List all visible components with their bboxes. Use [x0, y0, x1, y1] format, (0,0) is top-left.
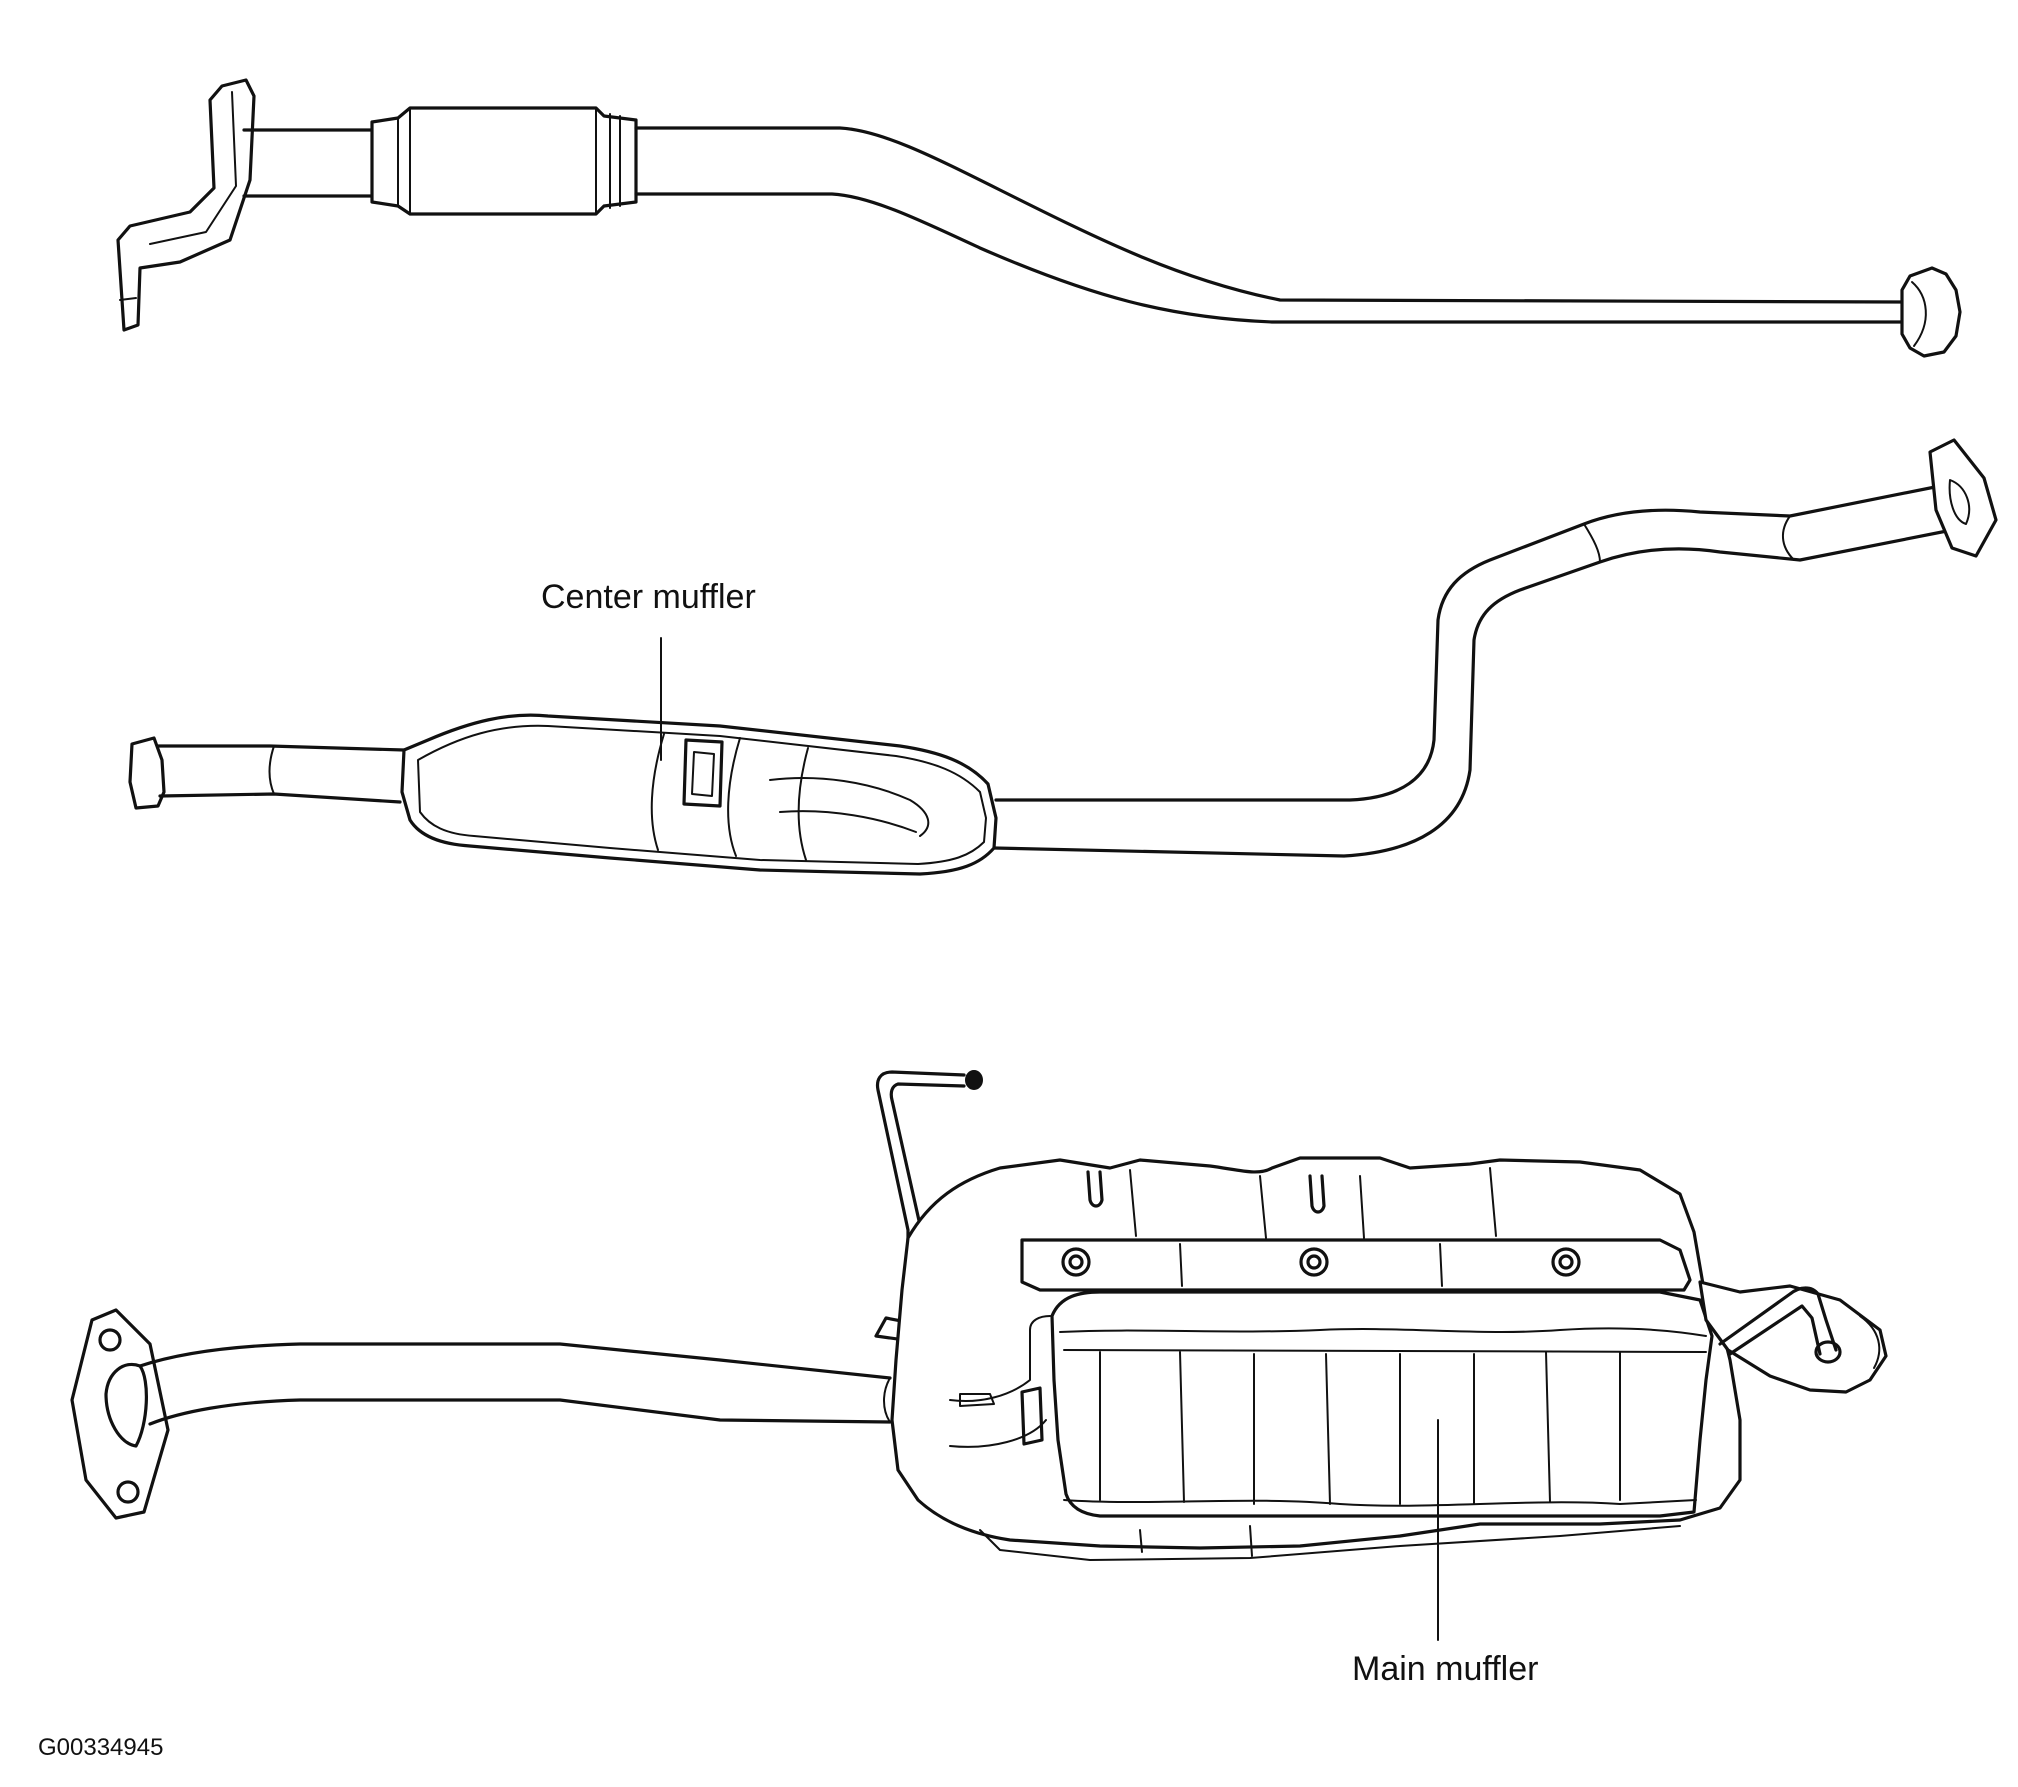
tail-assembly [70, 1070, 1888, 1561]
bolt-hole [116, 1480, 140, 1504]
front-pipe-outlet-flange [1900, 266, 1962, 358]
mounting-hole [1299, 1247, 1329, 1277]
tail-pipe-outlet [1698, 1280, 1888, 1394]
main-muffler-heat-shield [1050, 1290, 1714, 1518]
front-pipe-inlet-flange [116, 78, 256, 332]
bolt-hole [98, 1328, 122, 1352]
main-muffler-label: Main muffler [1352, 1650, 1539, 1688]
center-pipe [128, 438, 1998, 876]
center-pipe-outlet-flange [1928, 438, 1998, 558]
figure-code: G00334945 [38, 1734, 164, 1761]
center-muffler-label: Center muffler [541, 578, 756, 616]
center-pipe-inlet-flange [128, 736, 166, 810]
mounting-hole [1061, 1247, 1091, 1277]
front-pipe [116, 78, 1962, 358]
hanger-rubber-tip [965, 1070, 983, 1090]
tail-pipe-inlet-flange [70, 1308, 170, 1520]
main-muffler-mounting-strap [1020, 1238, 1692, 1292]
mounting-hole [1551, 1247, 1581, 1277]
